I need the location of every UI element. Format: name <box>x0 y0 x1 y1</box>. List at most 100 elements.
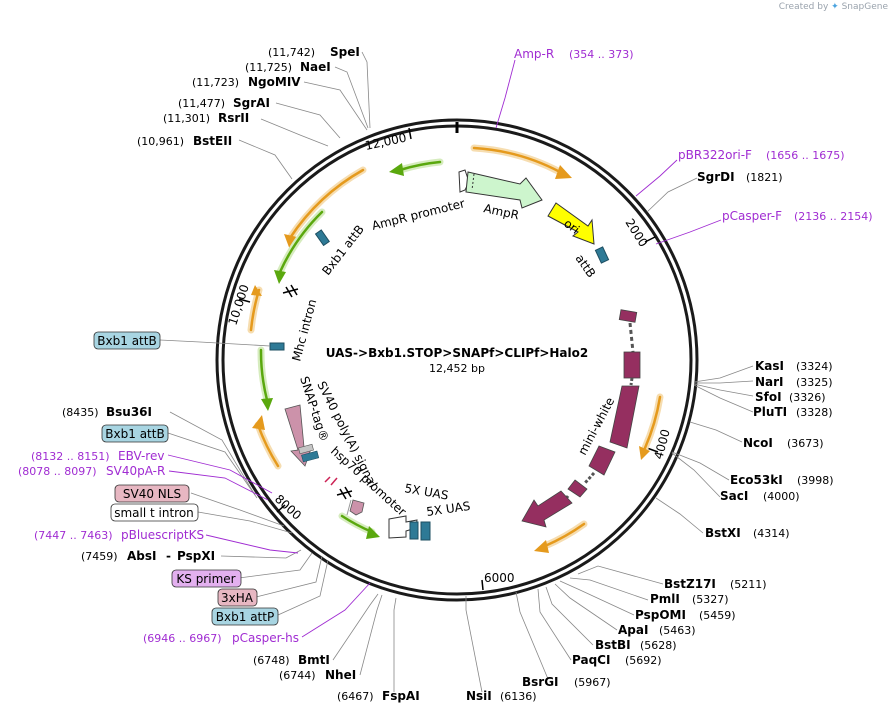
bsu36i-label: Bsu36I <box>106 405 152 419</box>
sgrdi-pos: (1821) <box>746 171 783 184</box>
mini-white-intron-1 <box>628 322 635 353</box>
uas5x-label-a: 5X UAS <box>403 481 449 502</box>
leader-sgrai <box>275 102 341 139</box>
uas5x-label-b: 5X UAS <box>425 499 471 519</box>
leader-ncoi <box>689 421 743 443</box>
leader-pspomi <box>559 580 635 616</box>
saci-label: SacI <box>720 489 748 503</box>
leader-sgrdi <box>646 177 698 213</box>
leader-nhei <box>359 594 383 676</box>
naei-label: NaeI <box>300 60 331 74</box>
naei-pos: (11,725) <box>245 61 292 74</box>
mini-white-feature <box>521 309 641 528</box>
sv40pa-mark <box>330 477 338 486</box>
small-t-intron-label: small t intron <box>114 506 194 520</box>
leader-bxb1attp <box>277 559 329 616</box>
leader-bsteii <box>238 139 293 180</box>
bxb1-attb-box-1-label: Bxb1 attB <box>97 334 156 348</box>
leader-spei <box>361 51 371 129</box>
leader-apai <box>554 583 618 631</box>
pmli-pos: (5327) <box>692 593 729 606</box>
pcasperhs-pos: (6946 .. 6967) <box>143 632 222 645</box>
bsrgi-label: BsrGI <box>522 675 559 689</box>
ngomiv-label: NgoMIV <box>248 75 301 89</box>
orf-arc-6 <box>256 423 280 468</box>
mhc-intron-label: Mhc intron <box>289 298 319 363</box>
orf-green-4 <box>340 514 374 534</box>
backbone-outer-circle <box>215 118 699 602</box>
bstxi-pos: (4314) <box>753 527 790 540</box>
attb-label: attB <box>573 252 599 281</box>
sgrai-pos: (11,477) <box>178 97 225 110</box>
ncoi-label: NcoI <box>743 436 773 450</box>
ncoi-pos: (3673) <box>787 437 824 450</box>
leader-sfoi <box>693 383 754 397</box>
orf-arc-3 <box>543 522 586 548</box>
ebv-rev-mark <box>324 476 331 483</box>
pbluescript-label: pBluescriptKS <box>121 528 204 542</box>
tick-label-12000: 12,000 <box>364 131 408 153</box>
eco53ki-pos: (3998) <box>797 474 834 487</box>
orf-green-2 <box>278 210 324 274</box>
bxb1-attp-box: Bxb1 attP <box>211 607 279 626</box>
pspxi-label: PspXI <box>177 549 215 563</box>
mini-white-exon-1 <box>618 309 638 323</box>
sfoi-label: SfoI <box>755 390 782 404</box>
leader-ngomiv <box>303 81 368 131</box>
leader-bsrgi <box>515 591 549 680</box>
small-t-intron-box: small t intron <box>110 503 199 522</box>
terminator-icon-1 <box>282 284 299 298</box>
leader-pbr322ori <box>635 159 678 197</box>
nhei-pos: (6744) <box>279 669 316 682</box>
leader-smallt <box>197 511 293 534</box>
orf-green-2-head <box>274 270 286 284</box>
mini-white-label: mini-white <box>575 395 617 457</box>
orf-arc-4 <box>288 168 365 240</box>
orf-arcs-green <box>257 158 444 539</box>
apai-pos: (5463) <box>659 624 696 637</box>
credit-prefix: Created by <box>778 2 829 12</box>
3xha-label: 3xHA <box>221 591 254 605</box>
orf-green-1-head <box>389 163 404 176</box>
pcasperf-pos: (2136 .. 2154) <box>794 210 873 223</box>
orf-arc-1-head <box>555 165 572 179</box>
ampr-label: AmpR <box>482 201 520 222</box>
pbr322ori-label: pBR322ori-F <box>678 148 752 162</box>
leader-sv40par <box>168 470 269 501</box>
nari-label: NarI <box>755 375 784 389</box>
right-leader-lines-purple <box>495 59 722 245</box>
bstbi-pos: (5628) <box>640 639 677 652</box>
plasmid-size: 12,452 bp <box>429 362 485 375</box>
ampr-promoter-label: AmpR promoter <box>370 196 466 233</box>
snapgene-credit: Created by ✦ SnapGene <box>779 2 888 12</box>
plasmid-name: UAS->Bxb1.STOP>SNAPf>CLIPf>Halo2 <box>326 346 588 360</box>
bmti-label: BmtI <box>298 653 330 667</box>
ebvrev-label: EBV-rev <box>118 449 164 463</box>
nsii-label: NsiI <box>466 689 492 703</box>
ampr-dots <box>471 173 475 191</box>
pspomi-label: PspOMI <box>635 608 686 622</box>
orf-arc-2 <box>643 395 662 450</box>
leader-kasi <box>693 365 754 383</box>
right-leader-lines <box>465 177 754 693</box>
linker-feature-1 <box>298 443 314 455</box>
mini-white-intron-3 <box>583 471 596 485</box>
leader-pbluescript <box>205 534 299 554</box>
bxb1-attb-feature-left <box>269 342 285 351</box>
ngomiv-pos: (11,723) <box>192 76 239 89</box>
uas5x-block-2 <box>420 521 431 541</box>
sfoi-pos: (3326) <box>789 391 826 404</box>
orf-arc-6-head <box>252 415 265 430</box>
hsp70-promoter-feature <box>349 499 365 516</box>
orf-arc-5-head <box>251 285 262 296</box>
tick-10000 <box>238 298 251 303</box>
bxb1-attb-box-1: Bxb1 attB <box>93 331 161 350</box>
leader-pmli <box>569 577 649 601</box>
spei-pos: (11,742) <box>268 46 315 59</box>
mini-white-exon-6 <box>521 490 573 528</box>
leader-pcasperhs <box>301 582 371 638</box>
rsrii-pos: (11,301) <box>163 112 210 125</box>
leader-fspai <box>393 597 397 692</box>
bxb1-attb-inner-label: Bxb1 attB <box>319 222 367 277</box>
sgrai-label: SgrAI <box>233 96 270 110</box>
